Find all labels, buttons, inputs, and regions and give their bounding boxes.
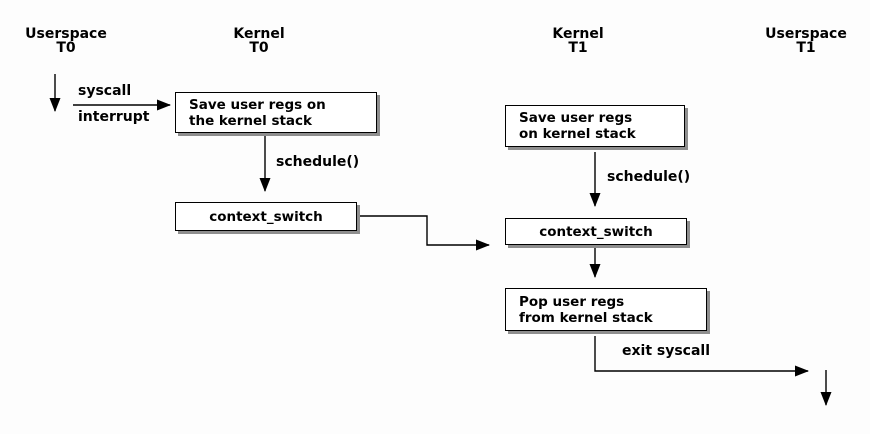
interrupt-label: interrupt bbox=[78, 109, 150, 125]
box-text-line: context_switch bbox=[209, 208, 323, 225]
pop-user-regs-t1-box: Pop user regs from kernel stack bbox=[505, 288, 707, 331]
column-header-userspace-t0: Userspace T0 bbox=[0, 27, 136, 55]
box-text-line: the kernel stack bbox=[189, 112, 313, 129]
column-header-userspace-t1: Userspace T1 bbox=[736, 27, 870, 55]
box-text-line: from kernel stack bbox=[519, 309, 653, 326]
exit-syscall-arrow bbox=[594, 336, 809, 377]
schedule-t0-label: schedule() bbox=[276, 154, 360, 170]
thread-label: T0 bbox=[249, 40, 269, 56]
box-text-line: Save user regs bbox=[519, 110, 633, 126]
column-label: Kernel bbox=[552, 26, 604, 42]
box-text-line: Save user regs on bbox=[189, 96, 326, 113]
context-switch-t1-box: context_switch bbox=[505, 218, 687, 245]
column-header-kernel-t0: Kernel T0 bbox=[189, 27, 329, 55]
column-label: Userspace bbox=[25, 26, 107, 42]
column-label: Userspace bbox=[765, 26, 847, 42]
save-user-regs-t0-box: Save user regs on the kernel stack bbox=[175, 92, 377, 133]
context-switch-transfer-arrow bbox=[359, 215, 490, 251]
save-user-regs-t1-box: Save user regs on kernel stack bbox=[505, 105, 685, 147]
column-header-kernel-t1: Kernel T1 bbox=[508, 27, 648, 55]
context-switch-t0-box: context_switch bbox=[175, 202, 357, 231]
exit-syscall-label: exit syscall bbox=[622, 343, 711, 359]
thread-label: T1 bbox=[568, 40, 588, 56]
syscall-label: syscall bbox=[78, 83, 132, 99]
box-text-line: Pop user regs bbox=[519, 293, 625, 310]
box-text-line: on kernel stack bbox=[519, 126, 636, 142]
box-text-line: context_switch bbox=[539, 223, 653, 240]
thread-label: T1 bbox=[796, 40, 816, 56]
schedule-t1-label: schedule() bbox=[607, 169, 691, 185]
thread-label: T0 bbox=[56, 40, 76, 56]
column-label: Kernel bbox=[233, 26, 285, 42]
